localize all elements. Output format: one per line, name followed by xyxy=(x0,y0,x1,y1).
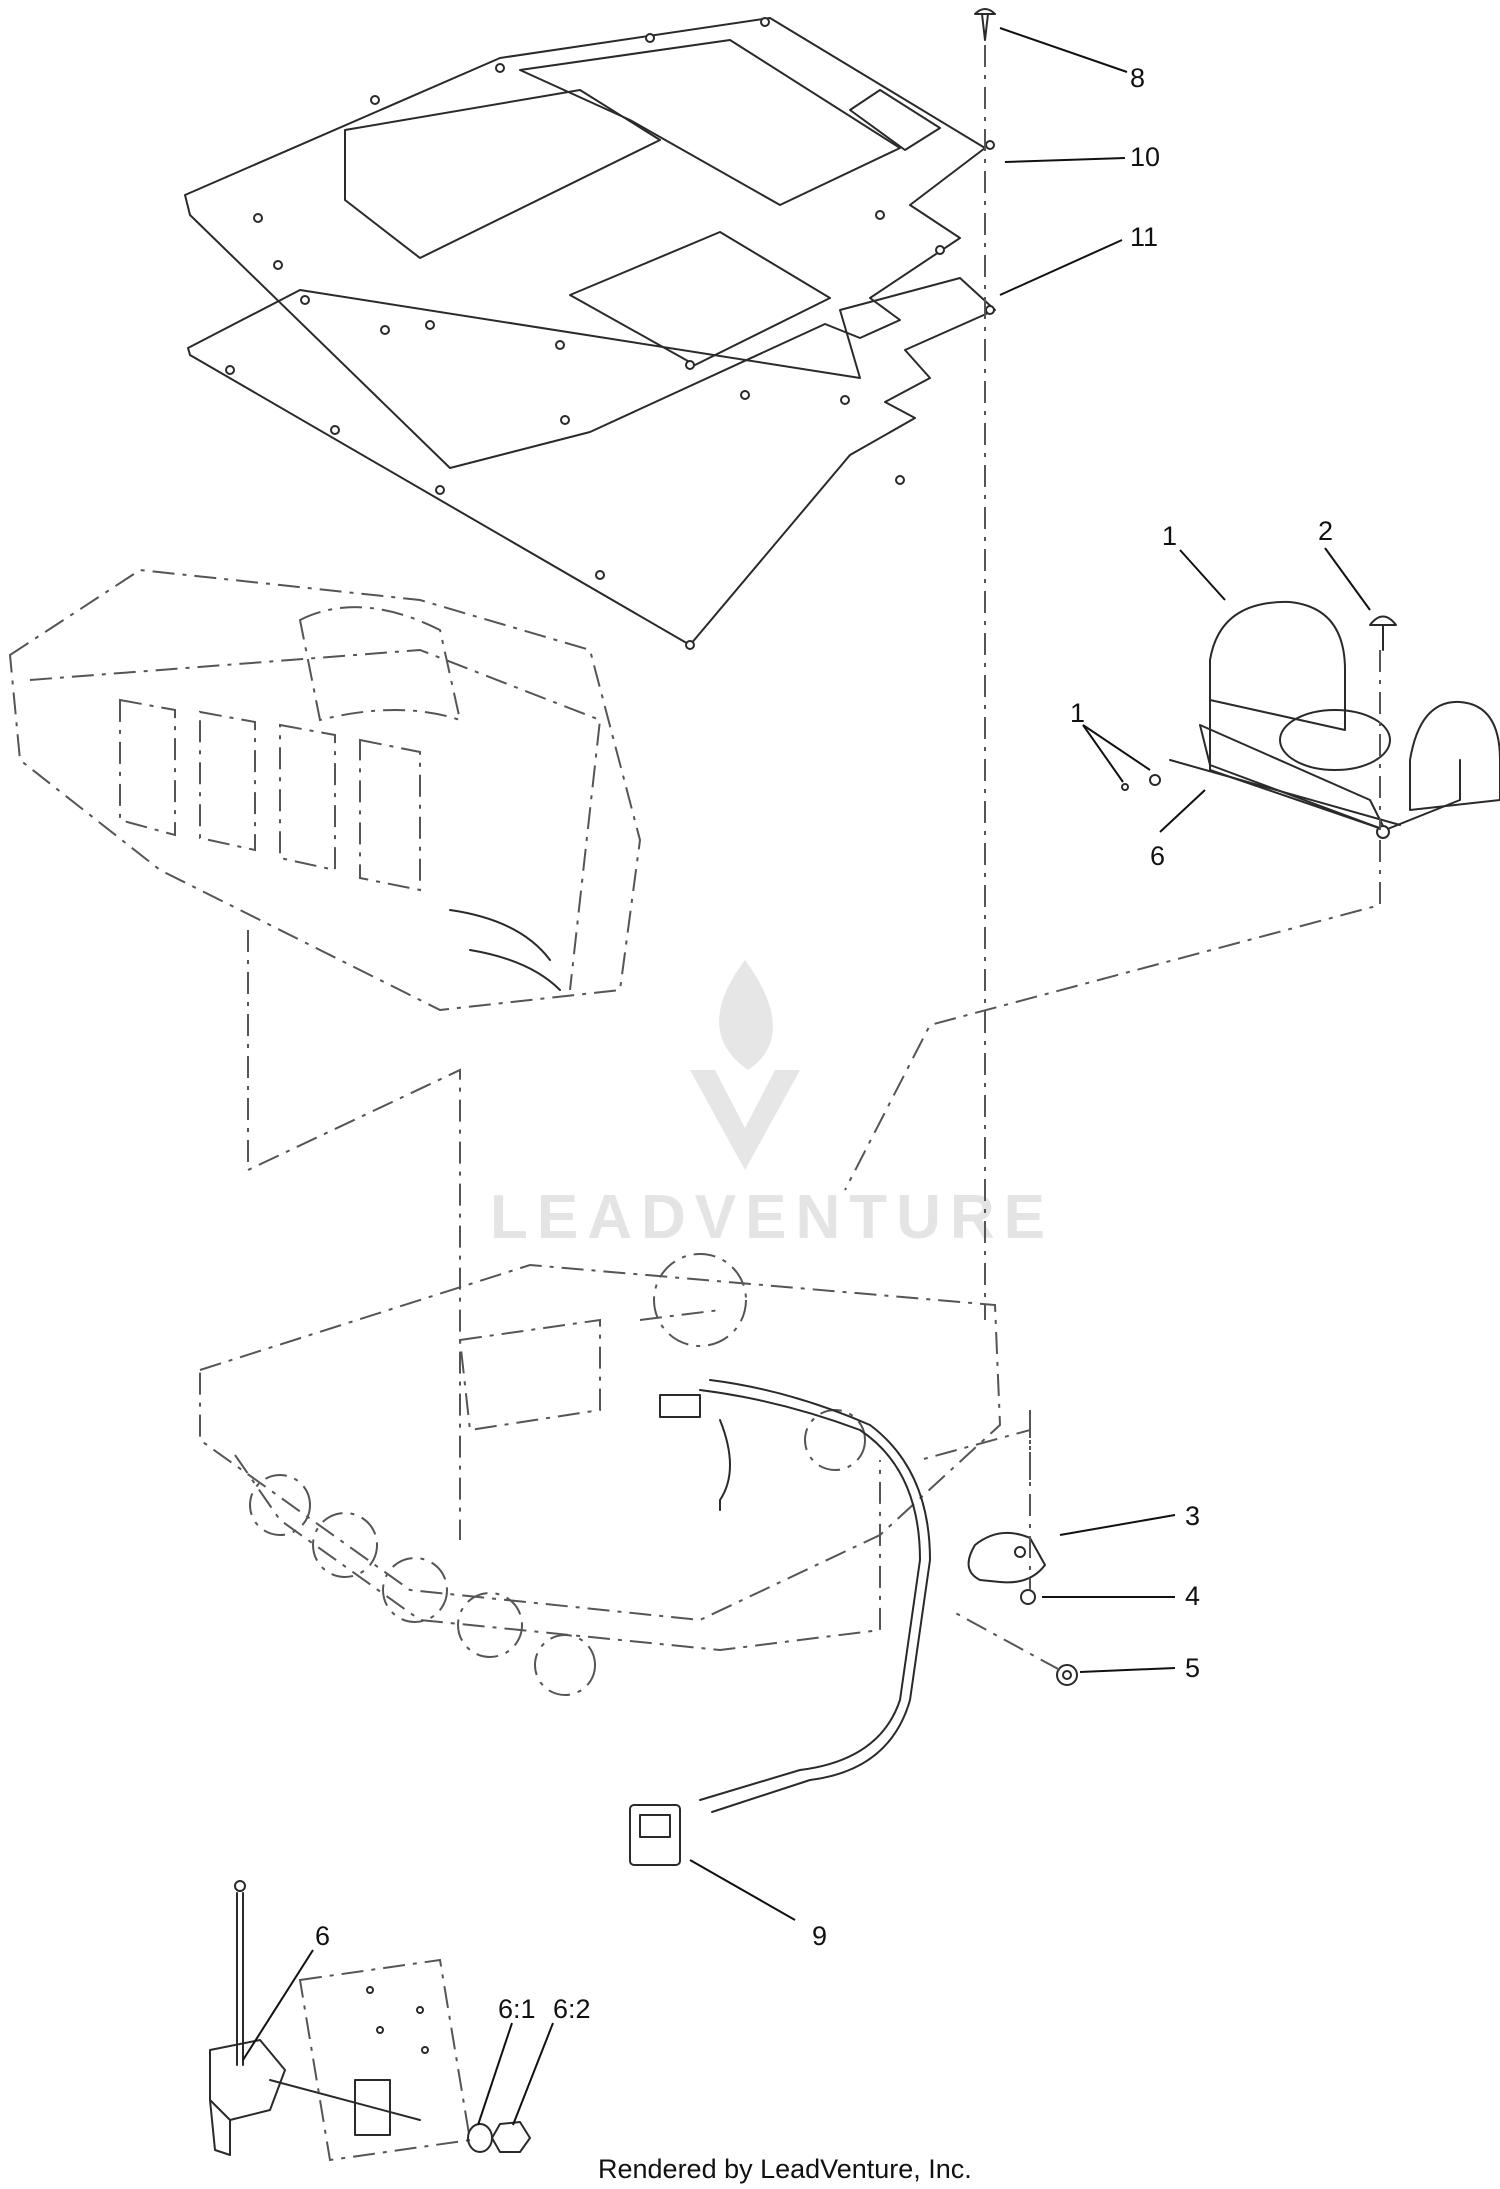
gasket-lower-bolt-holes xyxy=(225,295,995,650)
callout-11: 11 xyxy=(1130,222,1158,252)
gasket-plate-upper xyxy=(184,17,995,469)
callouts: 8 10 11 1 2 1 6 3 4 5 9 6 6:1 6:2 xyxy=(315,63,1333,2024)
footer-credit: Rendered by LeadVenture, Inc. xyxy=(598,2154,972,2184)
gasket-plate-lower xyxy=(187,277,996,650)
callout-10: 10 xyxy=(1130,142,1160,172)
callout-6-1: 6:1 xyxy=(498,1994,536,2024)
grommet-5 xyxy=(1056,1664,1078,1686)
watermark-logo-icon xyxy=(690,960,800,1170)
nut-4 xyxy=(1020,1589,1036,1605)
heater-core-assembly xyxy=(8,568,642,1012)
callout-6-2: 6:2 xyxy=(553,1994,591,2024)
callout-6-detail: 6 xyxy=(315,1921,330,1951)
screw-2 xyxy=(1369,615,1397,651)
washer-6-1 xyxy=(467,2123,493,2153)
push-rivet-8 xyxy=(974,8,996,41)
heater-housing xyxy=(199,1253,1002,1696)
gasket-upper-bolt-holes xyxy=(253,17,995,425)
clamp-plate-3 xyxy=(967,1531,1046,1584)
callout-6-upper: 6 xyxy=(1150,841,1165,871)
watermark-brand: LEADVENTURE xyxy=(490,1183,1054,1252)
callout-4: 4 xyxy=(1185,1581,1200,1611)
assembly-lines xyxy=(247,840,1381,1671)
callout-9: 9 xyxy=(812,1921,827,1951)
callout-1-left: 1 xyxy=(1070,698,1085,728)
callout-5: 5 xyxy=(1185,1653,1200,1683)
wire-harness xyxy=(629,1379,931,1866)
callout-1-top: 1 xyxy=(1162,521,1177,551)
callout-2: 2 xyxy=(1318,516,1333,546)
vent-cap-assembly xyxy=(1121,600,1500,839)
leader-lines xyxy=(242,27,1371,2126)
watermark: LEADVENTURE xyxy=(490,960,1054,1252)
nut-6-2 xyxy=(491,2121,531,2153)
callout-3: 3 xyxy=(1185,1501,1200,1531)
valve-cable-bracket xyxy=(209,1880,472,2162)
callout-8: 8 xyxy=(1130,63,1145,93)
